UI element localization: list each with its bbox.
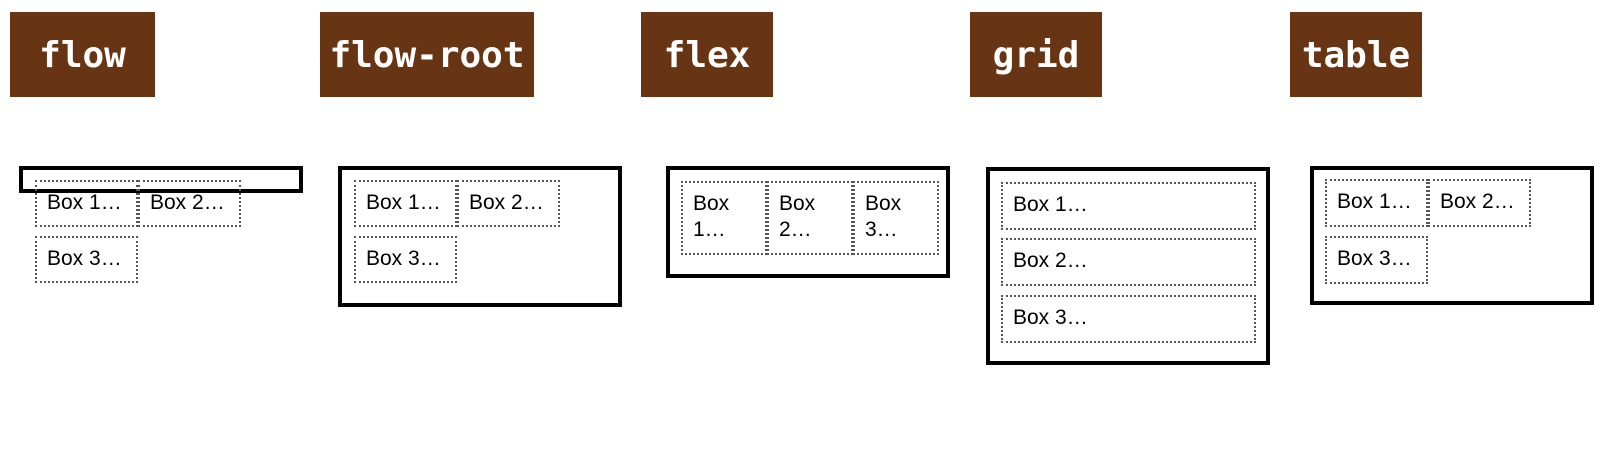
- flow-box-3: Box 3…: [35, 236, 138, 283]
- grid-box-2: Box 2…: [1001, 238, 1256, 286]
- table-container: [1310, 166, 1594, 305]
- table-label: table: [1290, 12, 1422, 97]
- table-box-3: Box 3…: [1325, 236, 1428, 284]
- grid-container: [986, 167, 1270, 365]
- table-box-1: Box 1…: [1325, 179, 1428, 227]
- flow-label: flow: [10, 12, 155, 97]
- grid-label: grid: [970, 12, 1102, 97]
- table-box-2: Box 2…: [1428, 179, 1531, 227]
- flow-root-box-2: Box 2…: [457, 180, 560, 227]
- flex-container: [666, 166, 950, 278]
- flow-root-box-1: Box 1…: [354, 180, 457, 227]
- flow-container: [19, 166, 303, 193]
- flex-label: flex: [641, 12, 773, 97]
- grid-box-3: Box 3…: [1001, 295, 1256, 343]
- flow-box-1: Box 1…: [35, 180, 138, 227]
- flow-root-box-3: Box 3…: [354, 236, 457, 283]
- flow-box-2: Box 2…: [138, 180, 241, 227]
- grid-box-1: Box 1…: [1001, 182, 1256, 230]
- flow-root-container: [338, 166, 622, 307]
- flow-root-label: flow-root: [320, 12, 534, 97]
